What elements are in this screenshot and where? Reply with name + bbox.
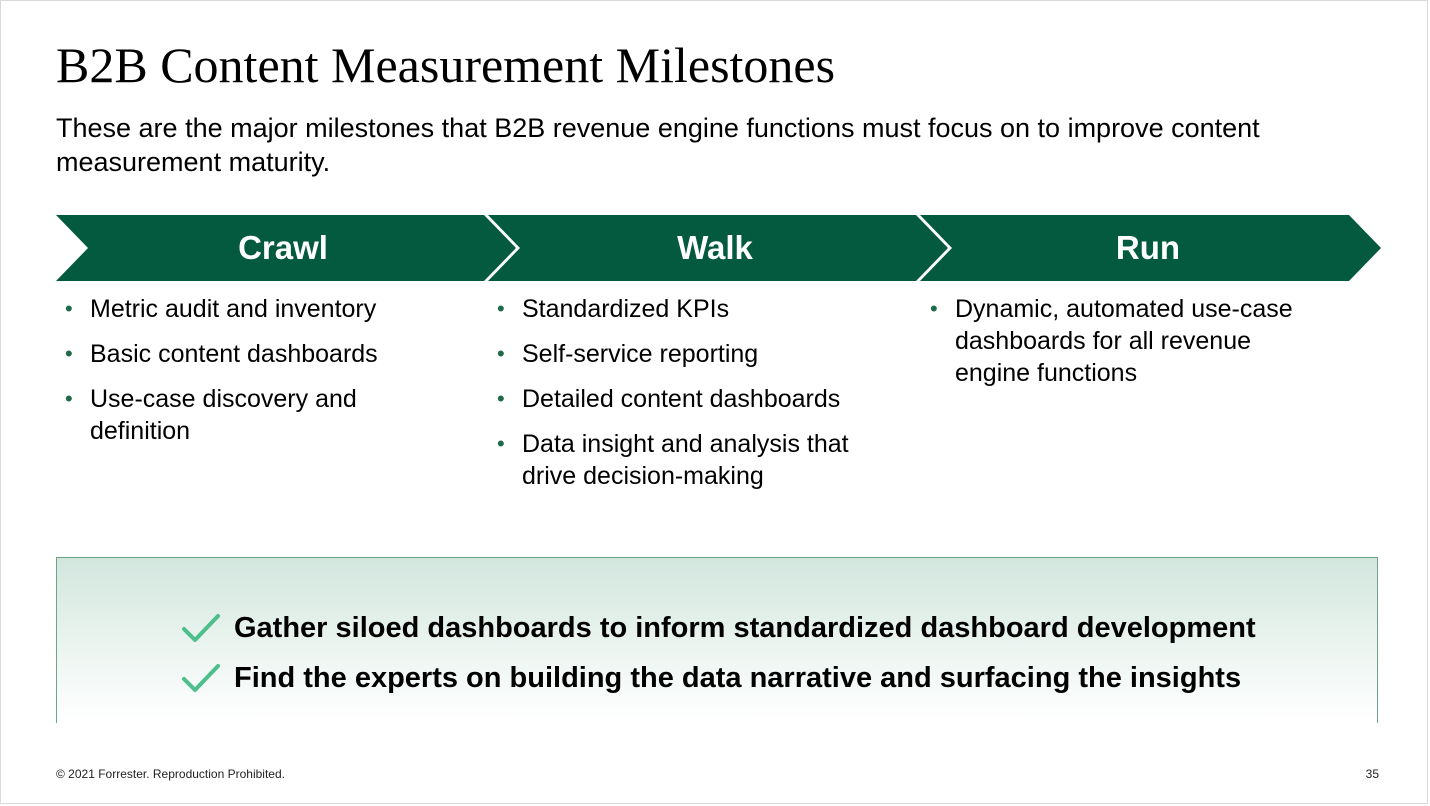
callout-box	[56, 557, 1378, 723]
phase-chevrons	[56, 215, 1381, 281]
crawl-chevron	[56, 215, 516, 281]
callout-text: Find the experts on building the data na…	[234, 661, 1242, 694]
run-chevron	[920, 215, 1381, 281]
slide-title: B2B Content Measurement Milestones	[56, 37, 836, 93]
walk-list: Standardized KPIs Self-service reporting…	[488, 293, 888, 505]
phase-label-walk: Walk	[677, 229, 753, 266]
list-item: Metric audit and inventory	[56, 293, 416, 325]
callout-item: Gather siloed dashboards to inform stand…	[181, 608, 1256, 648]
walk-chevron	[488, 215, 948, 281]
list-item: Self-service reporting	[488, 338, 888, 370]
run-list: Dynamic, automated use-case dashboards f…	[921, 293, 1331, 402]
list-item: Detailed content dashboards	[488, 383, 888, 415]
page-number: 35	[1365, 767, 1379, 781]
list-item: Basic content dashboards	[56, 338, 416, 370]
slide-subtitle: These are the major milestones that B2B …	[56, 113, 1260, 177]
list-item: Dynamic, automated use-case dashboards f…	[921, 293, 1331, 389]
list-item: Use-case discovery and definition	[56, 383, 416, 447]
checkmark-icon	[182, 664, 220, 692]
crawl-list: Metric audit and inventory Basic content…	[56, 293, 416, 460]
list-item: Data insight and analysis that drive dec…	[488, 428, 888, 492]
list-item: Standardized KPIs	[488, 293, 888, 325]
phase-label-run: Run	[1115, 229, 1181, 266]
callout-item: Find the experts on building the data na…	[181, 658, 1241, 698]
phase-label-crawl: Crawl	[238, 229, 328, 266]
callout-text: Gather siloed dashboards to inform stand…	[234, 611, 1256, 644]
footer-copyright: © 2021 Forrester. Reproduction Prohibite…	[56, 767, 285, 781]
checkmark-icon	[182, 614, 220, 642]
